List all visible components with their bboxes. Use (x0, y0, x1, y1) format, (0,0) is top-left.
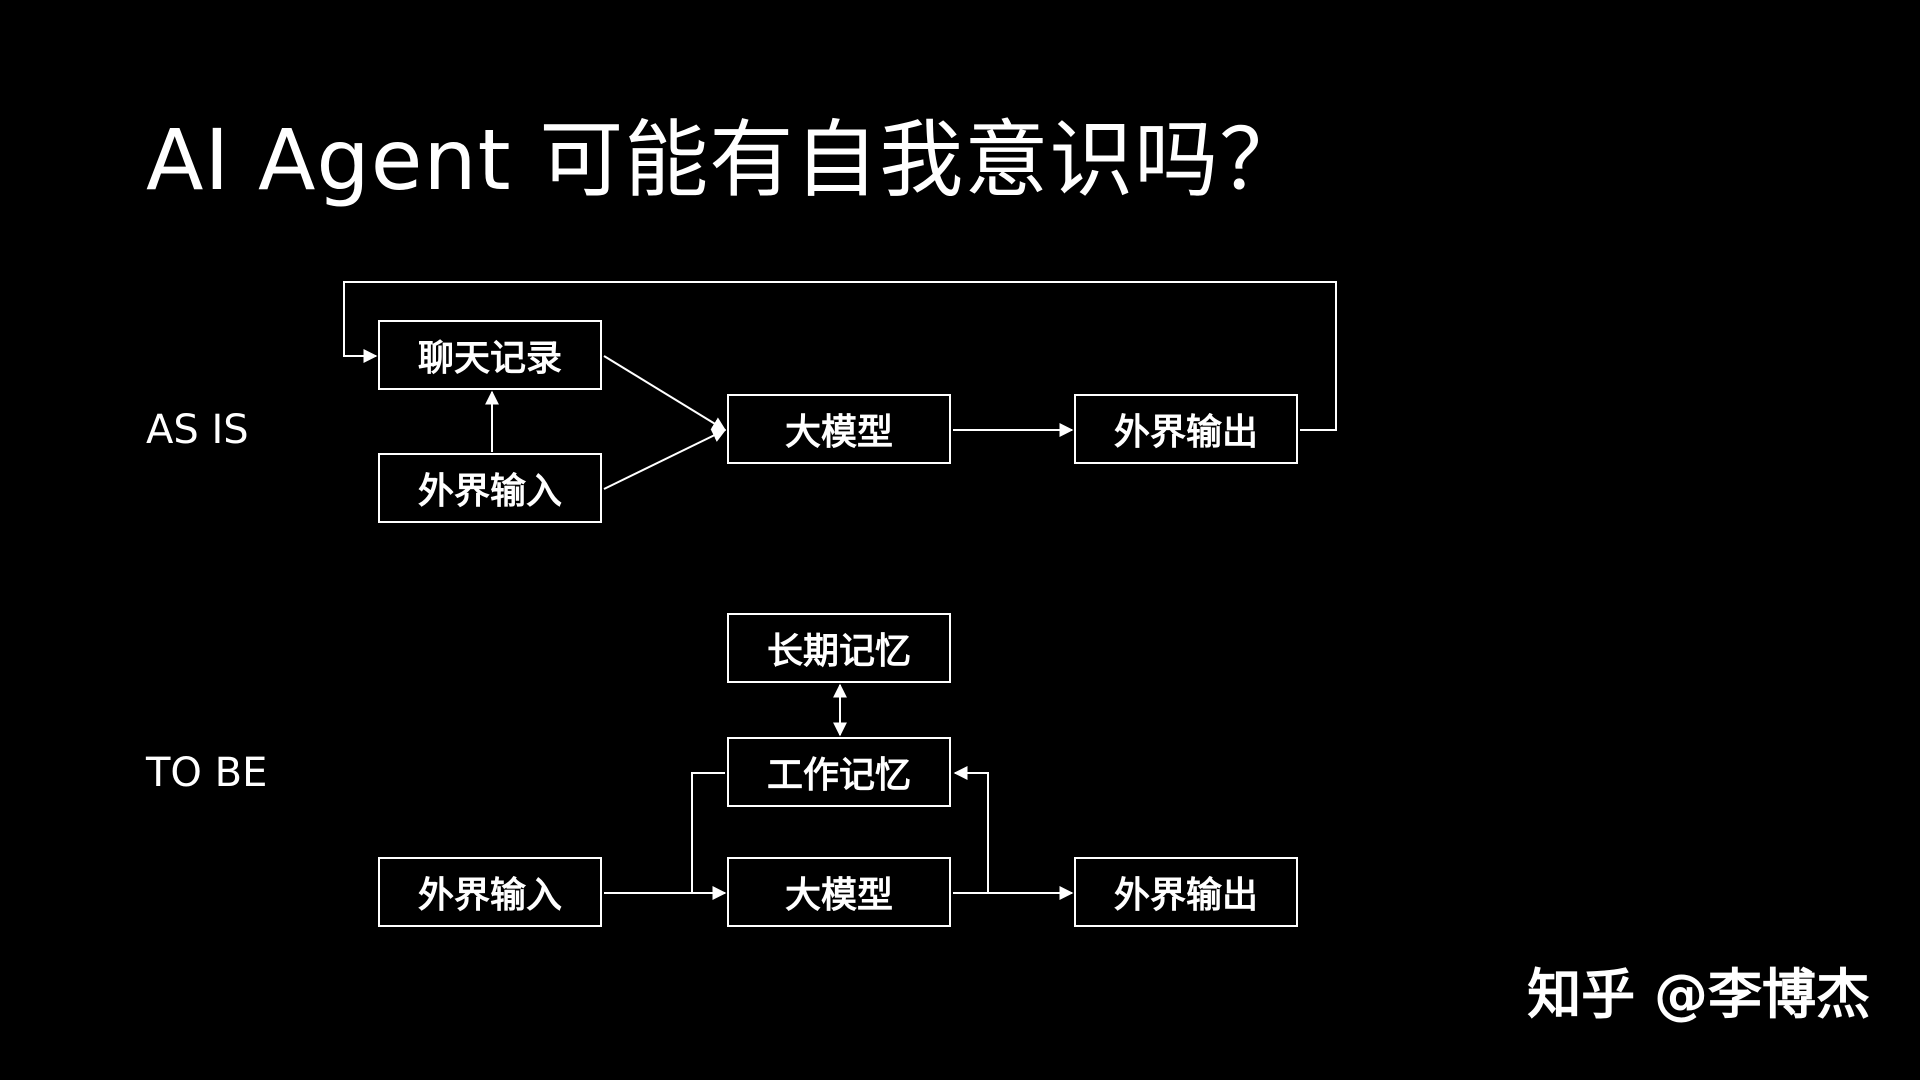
as-is-history-to-llm-arrow (603, 355, 727, 431)
as-is-chat-history-box: 聊天记录 (378, 320, 602, 390)
to-be-label: TO BE (146, 750, 268, 796)
as-is-external-input-box: 外界输入 (378, 453, 602, 523)
to-be-working-memory-to-llm-link (691, 772, 725, 893)
as-is-input-to-llm-arrow (603, 429, 727, 490)
to-be-external-output-box: 外界输出 (1074, 857, 1298, 927)
to-be-working-memory-box: 工作记忆 (727, 737, 951, 807)
as-is-llm-box: 大模型 (727, 394, 951, 464)
to-be-llm-to-working-memory-arrow (953, 766, 989, 893)
as-is-output-feedback-loop (343, 281, 1337, 431)
as-is-external-output-box: 外界输出 (1074, 394, 1298, 464)
as-is-label: AS IS (146, 407, 249, 453)
to-be-llm-box: 大模型 (727, 857, 951, 927)
watermark: 知乎 @李博杰 (1527, 963, 1870, 1026)
to-be-long-term-memory-box: 长期记忆 (727, 613, 951, 683)
to-be-external-input-box: 外界输入 (378, 857, 602, 927)
page-title: AI Agent 可能有自我意识吗？ (146, 111, 1305, 209)
